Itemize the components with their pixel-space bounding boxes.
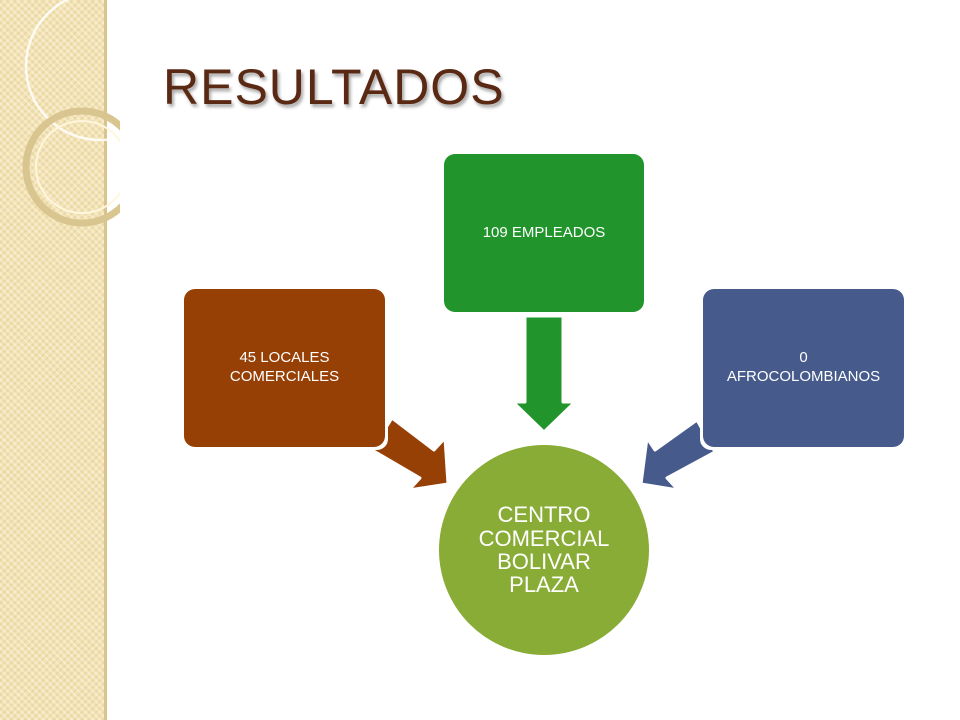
slide-title: RESULTADOS [163,59,505,115]
arrow-empleados-to-center [511,314,577,434]
side-panel-edge [104,0,107,720]
node-locales-comerciales: 45 LOCALES COMERCIALES [184,289,385,447]
decorative-circles [22,0,120,227]
decorative-circle-ring [22,107,120,227]
node-empleados-label: 109 EMPLEADOS [482,223,606,241]
center-node-label: CENTRO COMERCIAL BOLIVAR PLAZA [478,502,610,598]
node-locales-label: 45 LOCALES COMERCIALES [229,349,340,385]
center-node-centro-comercial: CENTRO COMERCIAL BOLIVAR PLAZA [439,445,649,655]
node-afrocolombianos-label: 0 AFROCOLOMBIANOS [726,349,881,385]
decorative-circle-ring-inner [35,120,120,214]
node-afrocolombianos: 0 AFROCOLOMBIANOS [703,289,904,447]
node-empleados: 109 EMPLEADOS [444,154,644,312]
arrow-locales-to-center [370,416,450,492]
decorative-circle-large [24,0,120,142]
arrow-afro-to-center [639,418,717,492]
